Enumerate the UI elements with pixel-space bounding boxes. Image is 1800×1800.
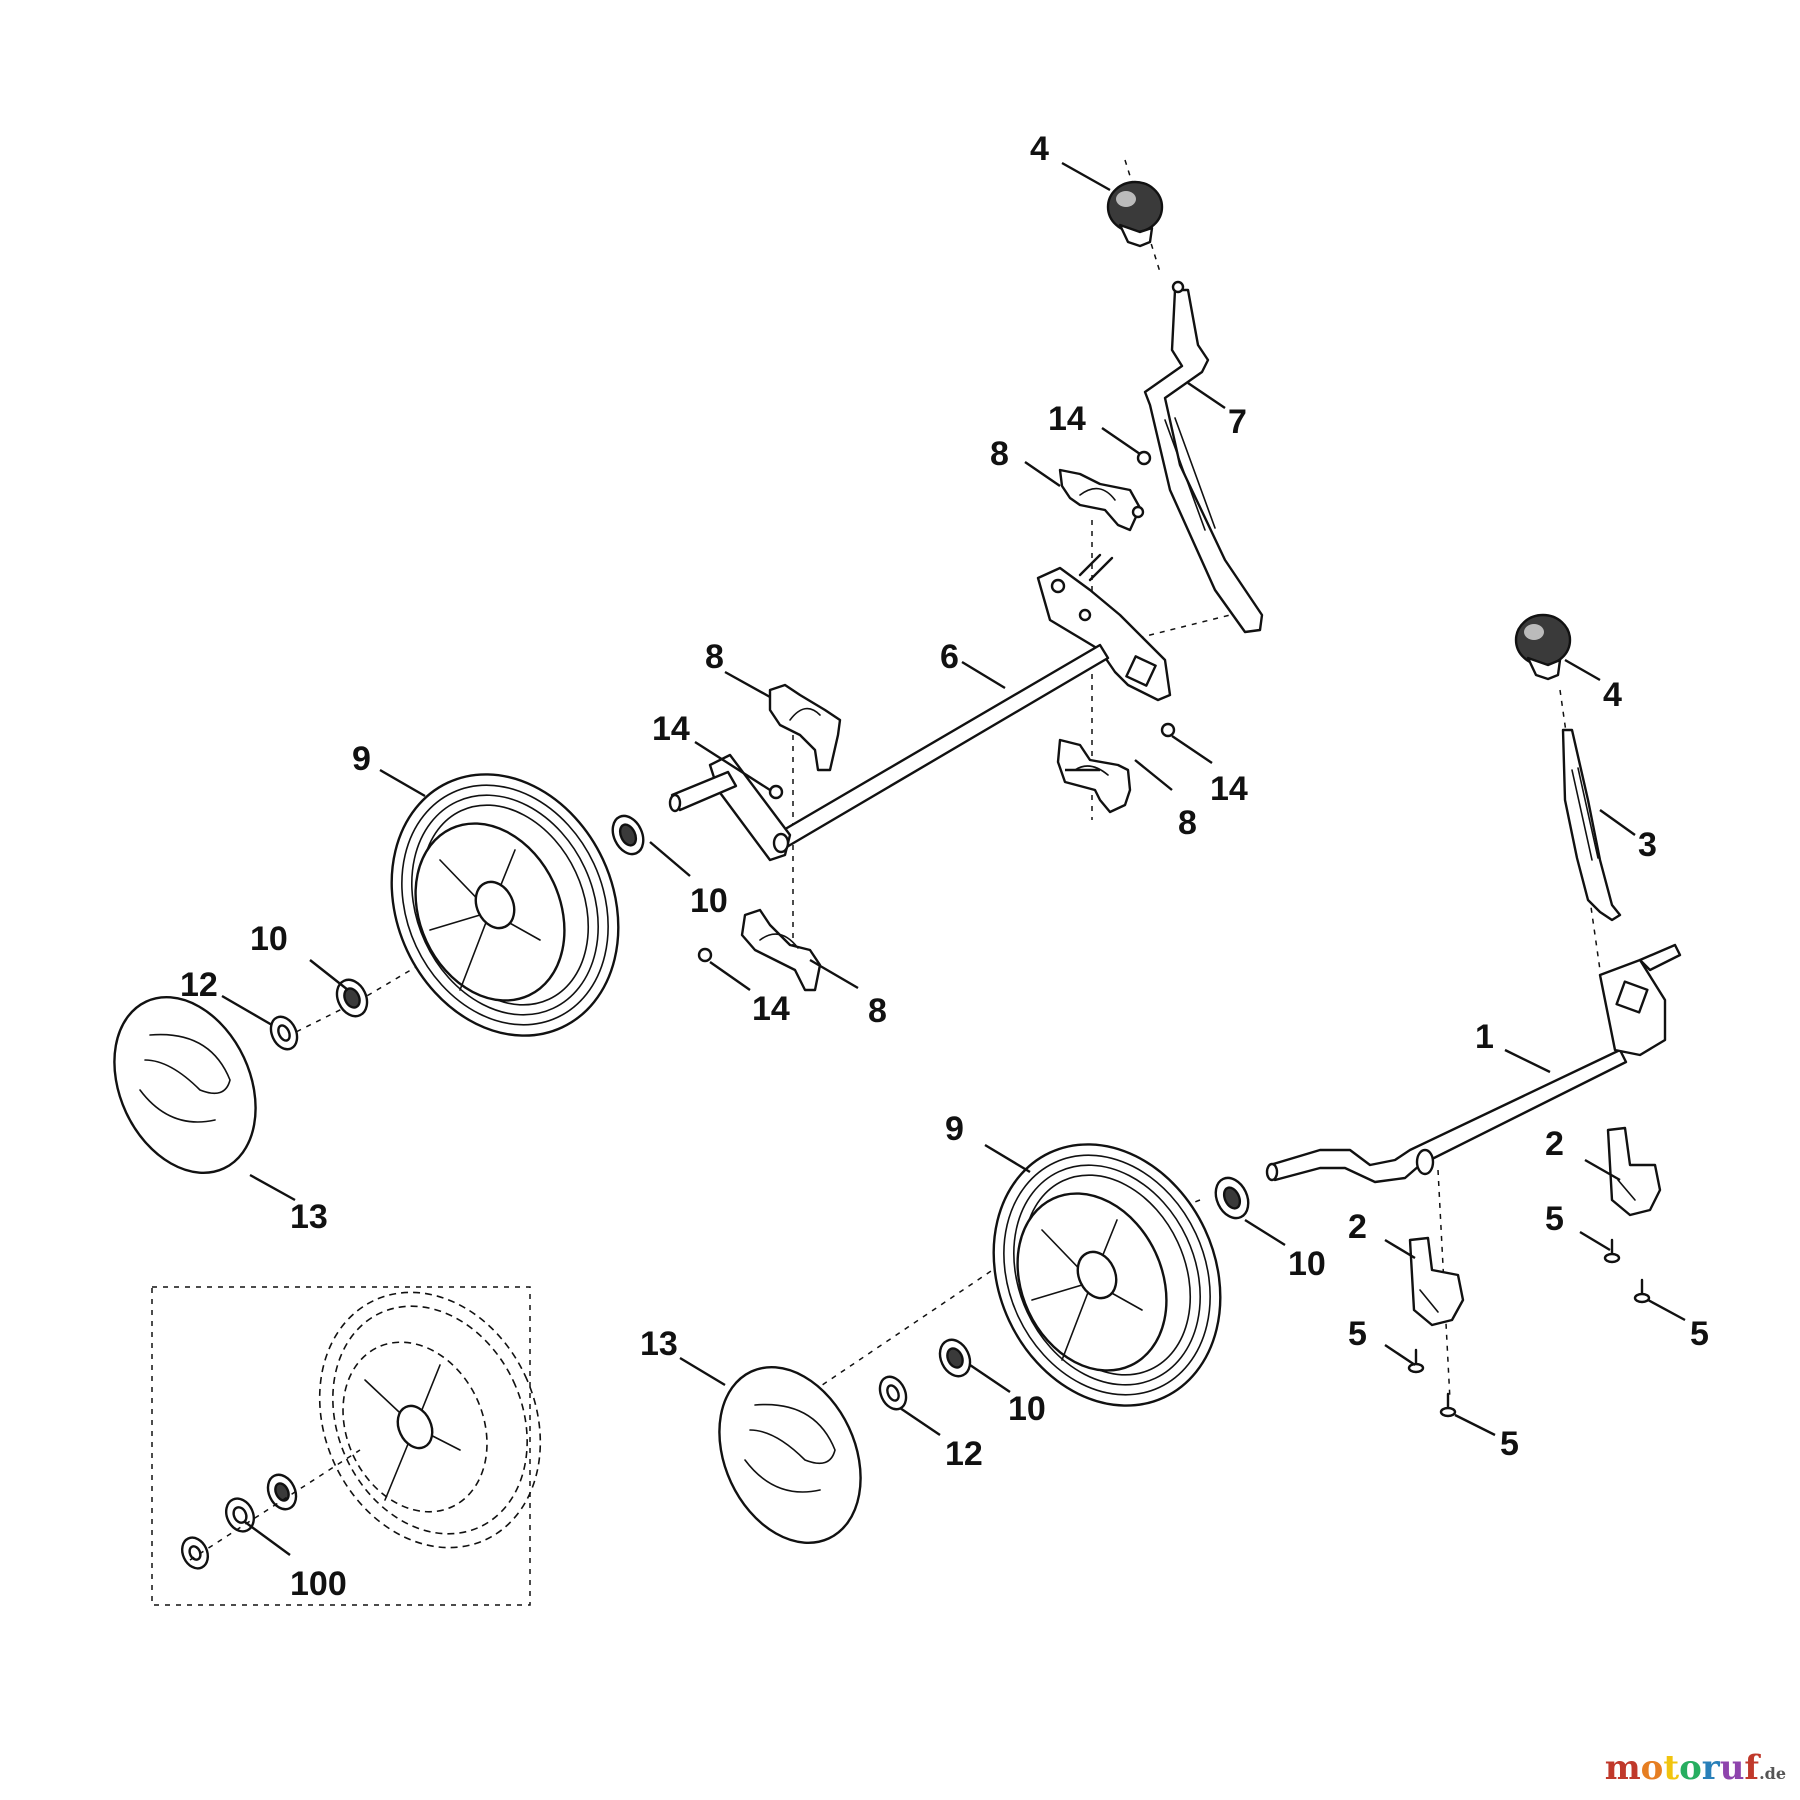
callout-8-right: 8 xyxy=(1178,804,1197,842)
callout-13-lower: 13 xyxy=(640,1325,678,1363)
callout-labels: 4 7 14 8 6 8 14 9 10 14 8 4 3 10 12 14 8… xyxy=(180,130,1709,1603)
height-lever-upper xyxy=(1143,280,1264,634)
callout-5-a: 5 xyxy=(1545,1200,1564,1238)
washer-12-left xyxy=(269,1015,299,1051)
bracket-2-left xyxy=(1408,1236,1465,1327)
screws-14 xyxy=(697,450,1176,963)
screws-5 xyxy=(1407,1238,1651,1418)
bracket-8-right xyxy=(1056,738,1132,814)
callout-10-upper: 10 xyxy=(690,882,728,920)
hubcap-13-left xyxy=(113,996,257,1174)
callout-2-right: 2 xyxy=(1545,1125,1564,1163)
wheel-upper xyxy=(390,773,620,1037)
watermark-logo: motoruf.de xyxy=(1605,1748,1786,1788)
hubcap-13-lower xyxy=(718,1366,862,1544)
callout-8-bottom: 8 xyxy=(868,992,887,1030)
bracket-8-mid xyxy=(768,683,842,772)
callout-4-lower: 4 xyxy=(1603,676,1622,714)
leader-lines xyxy=(221,161,1686,1556)
callout-6: 6 xyxy=(940,638,959,676)
bracket-plate xyxy=(1036,553,1172,702)
bearing-10-left xyxy=(335,978,369,1018)
front-axle xyxy=(1265,943,1682,1184)
callout-14-mid: 14 xyxy=(652,710,690,748)
callout-12-left: 12 xyxy=(180,966,218,1004)
callout-9-lower: 9 xyxy=(945,1110,964,1148)
bearing-10-upper xyxy=(611,814,645,856)
knob-lower xyxy=(1514,613,1572,681)
watermark-tld: .de xyxy=(1759,1764,1786,1783)
callout-2-left: 2 xyxy=(1348,1208,1367,1246)
inset-box-100 xyxy=(151,1286,542,1606)
bearing-10-lower xyxy=(938,1338,972,1378)
callout-1: 1 xyxy=(1475,1018,1494,1056)
bracket-8-top xyxy=(1058,468,1145,532)
rear-axle xyxy=(668,643,1110,862)
callout-9-upper: 9 xyxy=(352,740,371,778)
callout-10-front-right: 10 xyxy=(1288,1245,1326,1283)
wheel-lower xyxy=(992,1143,1222,1407)
callout-3: 3 xyxy=(1638,826,1657,864)
callout-5-c: 5 xyxy=(1348,1315,1367,1353)
callout-10-lower: 10 xyxy=(1008,1390,1046,1428)
height-lever-lower xyxy=(1561,728,1622,922)
callout-14-right: 14 xyxy=(1210,770,1248,808)
callout-5-b: 5 xyxy=(1690,1315,1709,1353)
callout-12-lower: 12 xyxy=(945,1435,983,1473)
washer-12-lower xyxy=(878,1375,908,1411)
callout-13-left: 13 xyxy=(290,1198,328,1236)
callout-10-left: 10 xyxy=(250,920,288,958)
callout-5-d: 5 xyxy=(1500,1425,1519,1463)
callout-4-upper: 4 xyxy=(1030,130,1049,168)
bracket-8-bottom xyxy=(740,908,822,992)
bearing-10-front-right xyxy=(1214,1176,1250,1220)
callout-14-bottom: 14 xyxy=(752,990,790,1028)
callout-8-top: 8 xyxy=(990,435,1009,473)
callout-8-mid: 8 xyxy=(705,638,724,676)
callout-100: 100 xyxy=(290,1565,347,1603)
watermark-brand: motoruf xyxy=(1604,1748,1760,1788)
callout-7: 7 xyxy=(1228,403,1247,441)
bracket-2-right xyxy=(1606,1126,1662,1217)
knob-upper xyxy=(1106,180,1164,248)
callout-14-top: 14 xyxy=(1048,400,1086,438)
